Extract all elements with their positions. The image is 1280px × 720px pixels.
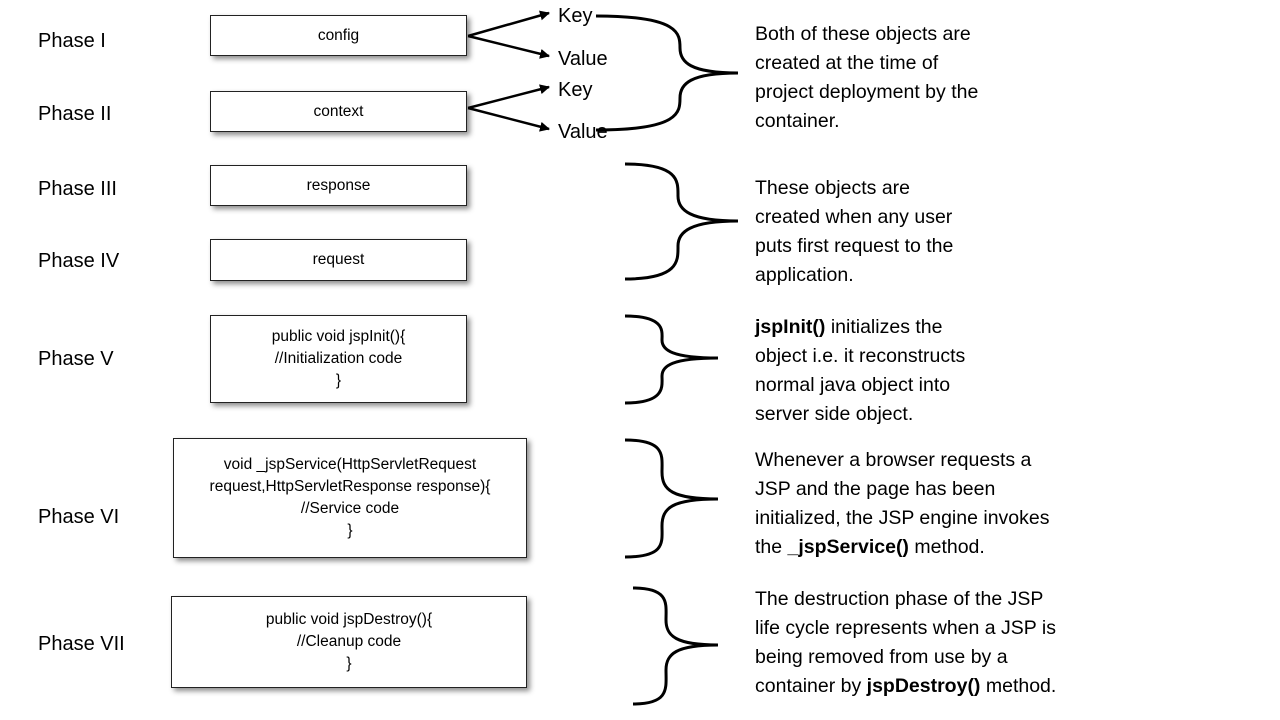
desc4-line-4-pre: the xyxy=(755,536,788,558)
desc1-line-2: created at the time of xyxy=(755,52,939,74)
desc1-line-1: Both of these objects are xyxy=(755,23,971,45)
jspdestroy-box: public void jspDestroy(){ //Cleanup code… xyxy=(171,596,527,688)
desc3-line-1: jspInit() initializes the xyxy=(755,313,965,342)
jspservice-line-1: void _jspService(HttpServletRequest xyxy=(223,456,477,473)
desc3-line-1-rest: initializes the xyxy=(825,316,943,338)
desc1-line-3: project deployment by the xyxy=(755,81,979,103)
jspdestroy-line-2: //Cleanup code xyxy=(296,633,402,650)
jspservice-line-3: //Service code xyxy=(300,500,400,517)
desc4-line-1: Whenever a browser requests a xyxy=(755,449,1032,471)
response-box: response xyxy=(210,165,467,206)
context-box-text: context xyxy=(313,102,364,120)
config-value-label: Value xyxy=(558,48,608,70)
desc2-line-1: These objects are xyxy=(755,177,911,199)
description-jspdestroy: The destruction phase of the JSP life cy… xyxy=(755,585,1056,701)
context-value-arrow xyxy=(467,106,550,132)
phase-label-5: Phase V xyxy=(38,348,114,370)
context-key-label: Key xyxy=(558,79,593,101)
desc3-bold-method: jspInit() xyxy=(755,316,826,338)
jspservice-box: void _jspService(HttpServletRequest requ… xyxy=(173,438,527,558)
jspdestroy-line-1: public void jspDestroy(){ xyxy=(265,611,433,628)
description-first-request: These objects are created when any user … xyxy=(755,174,953,290)
brace-5 xyxy=(632,586,719,706)
desc1-line-4: container. xyxy=(755,110,840,132)
config-box: config xyxy=(210,15,467,56)
phase-label-2: Phase II xyxy=(38,103,112,125)
config-value-arrow xyxy=(467,34,550,59)
jspdestroy-line-3: } xyxy=(346,655,352,672)
context-value-label: Value xyxy=(558,121,608,143)
description-jspinit: jspInit() initializes the object i.e. it… xyxy=(755,313,965,429)
description-jspservice: Whenever a browser requests a JSP and th… xyxy=(755,446,1050,562)
desc4-line-4: the _jspService() method. xyxy=(755,533,1050,562)
response-box-text: response xyxy=(306,176,371,194)
brace-3 xyxy=(624,314,719,405)
phase-label-3: Phase III xyxy=(38,178,117,200)
jspinit-box: public void jspInit(){ //Initialization … xyxy=(210,315,467,403)
desc3-line-3: normal java object into xyxy=(755,374,951,396)
desc5-line-4-pre: container by xyxy=(755,675,867,697)
desc3-line-2: object i.e. it reconstructs xyxy=(755,345,966,367)
brace-4 xyxy=(624,438,719,559)
desc4-line-2: JSP and the page has been xyxy=(755,478,996,500)
desc2-line-3: puts first request to the xyxy=(755,235,954,257)
desc2-line-2: created when any user xyxy=(755,206,953,228)
desc5-line-3: being removed from use by a xyxy=(755,646,1008,668)
phase-label-1: Phase I xyxy=(38,30,106,52)
jspinit-line-1: public void jspInit(){ xyxy=(271,328,406,345)
jspinit-line-3: } xyxy=(335,372,342,389)
desc2-line-4: application. xyxy=(755,264,854,286)
context-key-arrow xyxy=(467,84,550,110)
desc5-line-2: life cycle represents when a JSP is xyxy=(755,617,1056,639)
description-deployment: Both of these objects are created at the… xyxy=(755,20,978,136)
desc5-line-4-post: method. xyxy=(980,675,1057,697)
jspservice-line-4: } xyxy=(347,522,353,539)
brace-2 xyxy=(624,162,739,281)
phase-label-4: Phase IV xyxy=(38,250,120,272)
config-key-arrow xyxy=(467,10,550,38)
brace-1 xyxy=(595,14,739,132)
desc4-line-3: initialized, the JSP engine invokes xyxy=(755,507,1050,529)
request-box: request xyxy=(210,239,467,281)
context-box: context xyxy=(210,91,467,132)
desc5-bold-method: jspDestroy() xyxy=(866,675,981,697)
config-box-text: config xyxy=(317,26,360,44)
desc4-line-4-post: method. xyxy=(908,536,985,558)
jspservice-line-2: request,HttpServletResponse response){ xyxy=(209,478,491,495)
desc3-line-4: server side object. xyxy=(755,403,914,425)
phase-label-6: Phase VI xyxy=(38,506,120,528)
desc4-bold-method: _jspService() xyxy=(787,536,909,558)
desc5-line-4: container by jspDestroy() method. xyxy=(755,672,1056,701)
config-key-label: Key xyxy=(558,5,593,27)
request-box-text: request xyxy=(312,251,365,268)
desc5-line-1: The destruction phase of the JSP xyxy=(755,588,1044,610)
phase-label-7: Phase VII xyxy=(38,633,125,655)
jspinit-line-2: //Initialization code xyxy=(274,350,403,367)
